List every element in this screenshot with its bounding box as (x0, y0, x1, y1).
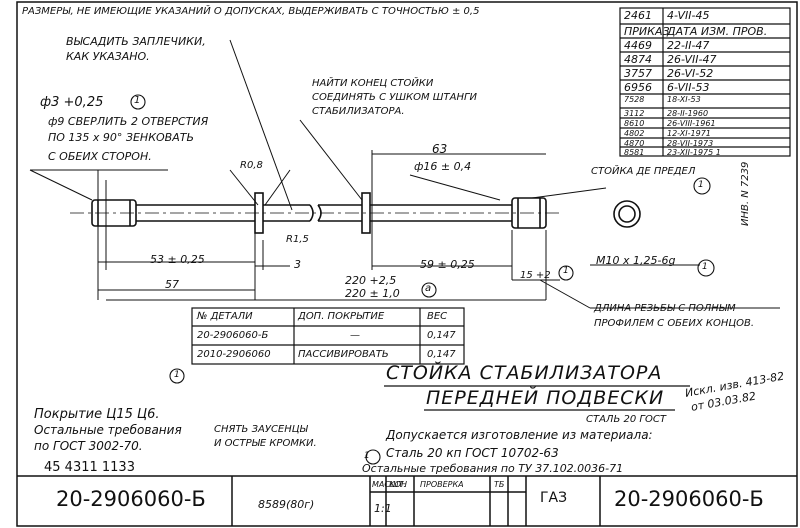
drill-note-1: ф9 СВЕРЛИТЬ 2 ОТВЕРСТИЯ (48, 115, 209, 128)
parts-row1-number: 20-2906060-Б (197, 330, 269, 341)
revision-date-3: 26-VII-47 (667, 53, 717, 66)
parts-table-grid (191, 307, 465, 365)
stamp-header-tb: ТБ (494, 480, 505, 489)
stamp-header-scale: МАСШТ. (372, 480, 406, 489)
classification-code: 45 4311 1133 (44, 460, 135, 475)
callout-circle-steel: 1 (364, 451, 370, 461)
coating-line-3: по ГОСТ 3002-70. (34, 439, 143, 453)
factory-code: ГАЗ (540, 490, 568, 506)
other-requirements: Остальные требования по ТУ 37.102.0036-7… (362, 462, 624, 475)
callout-circle-right: 1 (702, 262, 708, 272)
revision-order-3: 4874 (624, 53, 652, 66)
revision-date-6: 18-XI-53 (667, 95, 701, 104)
title-line-1: СТОЙКА СТАБИЛИЗАТОРА (386, 362, 663, 384)
drawing-frame (16, 1, 798, 527)
revision-order-8: 8610 (624, 119, 645, 128)
dim-63: 63 (432, 142, 448, 156)
tolerance-note: РАЗМЕРЫ, НЕ ИМЕЮЩИЕ УКАЗАНИЙ О ДОПУСКАХ,… (22, 6, 480, 17)
revision-date-8: 26-VIII-1961 (667, 119, 716, 128)
revision-order-2: 4469 (624, 39, 652, 52)
serial-number: 8589(80г) (258, 498, 315, 511)
revision-order-11: 8581 (624, 148, 645, 157)
callout-circle-strut: 1 (698, 180, 704, 190)
revision-date-4: 26-VI-52 (667, 67, 714, 80)
revision-order-6: 7528 (624, 95, 645, 104)
scale-value: 1:1 (374, 502, 392, 515)
allowed-material-note: Допускается изготовление из материала: (386, 428, 653, 442)
parts-row2-weight: 0,147 (427, 349, 456, 360)
drill-note-3: С ОБЕИХ СТОРОН. (48, 150, 152, 163)
revision-order-9: 4802 (624, 129, 645, 138)
dimension-lines (29, 39, 780, 309)
dim-3: 3 (294, 258, 301, 271)
parts-header-coating: ДОП. ПОКРЫТИЕ (298, 311, 385, 322)
callout-a: a (425, 283, 432, 294)
parts-header-weight: ВЕС (427, 311, 448, 322)
dim-59: 59 ± 0,25 (420, 258, 475, 271)
end-connect-note-1: НАЙТИ КОНЕЦ СТОЙКИ (312, 78, 434, 89)
dim-15: 15 +2 (520, 270, 551, 281)
stamp-header-check: ПРОВЕРКА (420, 480, 464, 489)
title-line-2: ПЕРЕДНЕЙ ПОДВЕСКИ (426, 387, 665, 409)
parts-row1-weight: 0,147 (427, 330, 456, 341)
revision-order-0: 2461 (624, 9, 652, 22)
end-connect-note-2: СОЕДИНЯТЬ С УШКОМ ШТАНГИ (312, 92, 478, 103)
revision-date-11: 23-XII-1975 1 (667, 148, 721, 157)
coating-line-2: Остальные требования (34, 423, 182, 437)
deburr-note-2: И ОСТРЫЕ КРОМКИ. (214, 438, 317, 449)
thread-spec: М10 х 1,25-6g (596, 254, 676, 267)
revision-order-1: ПРИКАЗ (624, 25, 670, 38)
revision-date-9: 12-XI-1971 (667, 129, 711, 138)
dim-57: 57 (165, 278, 179, 291)
steel-spec: Сталь 20 кп ГОСТ 10702-63 (386, 446, 559, 460)
revision-date-1: ДАТА ИЗМ. ПРОВ. (667, 25, 768, 38)
dim-diameter-16: ф16 ± 0,4 (414, 160, 472, 173)
revision-date-5: 6-VII-53 (667, 81, 710, 94)
parts-row2-coating: ПАССИВИРОВАТЬ (298, 349, 389, 360)
upset-shoulders-note: ВЫСАДИТЬ ЗАПЛЕЧИКИ, (66, 35, 206, 48)
callout-circle-hole: 1 (134, 95, 141, 106)
parts-header-number: № ДЕТАЛИ (197, 311, 253, 322)
parts-row2-number: 2010-2906060 (197, 349, 271, 360)
end-connect-note-3: СТАБИЛИЗАТОРА. (312, 106, 405, 117)
revision-date-2: 22-II-47 (667, 39, 710, 52)
dim-radius-15: R1,5 (286, 234, 309, 245)
strut-part (70, 192, 641, 234)
dim-220-tol-b: 220 ± 1,0 (345, 287, 400, 300)
part-number-left: 20-2906060-Б (56, 487, 206, 511)
revision-order-7: 3112 (624, 109, 645, 118)
material-label: СТАЛЬ 20 ГОСТ (586, 414, 666, 425)
revision-order-4: 3757 (624, 67, 652, 80)
dim-53: 53 ± 0,25 (150, 253, 205, 266)
drill-note-2: ПО 135 х 90° ЗЕНКОВАТЬ (48, 131, 194, 144)
inventory-number: ИНВ. N 7239 (740, 161, 751, 226)
revision-order-5: 6956 (624, 81, 652, 94)
thread-length-note-2: ПРОФИЛЕМ С ОБЕИХ КОНЦОВ. (594, 318, 755, 329)
callout-circle-thread: 1 (563, 266, 569, 276)
thread-length-note-1: ДЛИНА РЕЗЬБЫ С ПОЛНЫМ (594, 303, 736, 314)
part-number-right: 20-2906060-Б (614, 487, 764, 511)
strut-label: СТОЙКА ДЕ ПРЕДЕЛ (591, 166, 696, 177)
revision-order-10: 4870 (624, 139, 645, 148)
revision-date-10: 28-VII-1973 (667, 139, 714, 148)
deburr-note-1: СНЯТЬ ЗАУСЕНЦЫ (214, 424, 308, 435)
revision-date-7: 28-II-1960 (667, 109, 709, 118)
coating-line-1: Покрытие Ц15 Ц6. (34, 407, 160, 422)
parts-row1-coating: — (350, 330, 360, 341)
dim-220-tol-a: 220 +2,5 (345, 274, 397, 287)
as-shown-note: КАК УКАЗАНО. (66, 50, 150, 63)
revision-date-0: 4-VII-45 (667, 9, 710, 22)
hole-diameter: ф3 +0,25 (40, 95, 104, 110)
stamp-header-con: КОН (389, 480, 407, 489)
dim-radius-08: R0,8 (240, 160, 263, 171)
revision-grid (619, 7, 791, 157)
callout-circle-coating: 1 (174, 370, 180, 380)
